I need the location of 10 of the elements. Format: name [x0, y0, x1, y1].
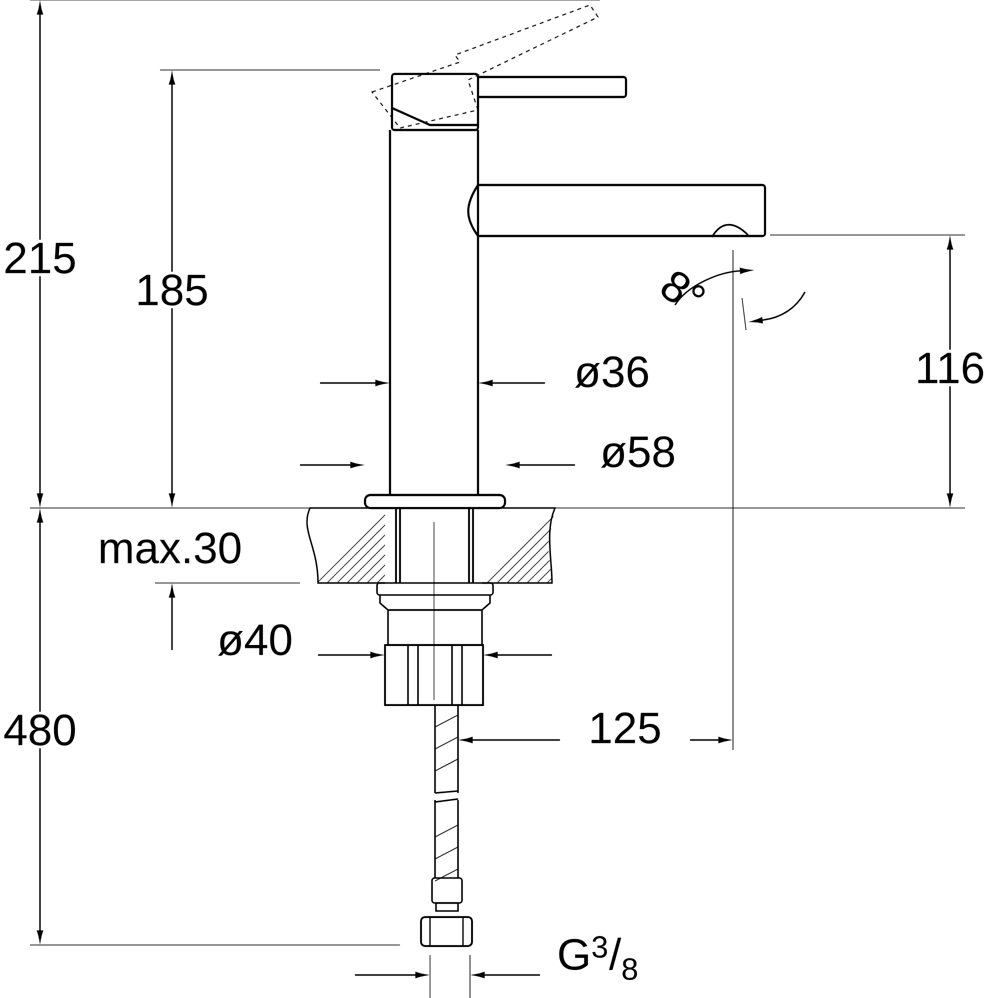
dimension-label: ø58	[601, 436, 674, 468]
dimension-label: 480	[0, 712, 80, 748]
dimension-label: G$^{3}$/$_{8}$	[559, 936, 638, 980]
dimension-label: ø36	[575, 356, 648, 388]
dimension-label: max.30	[100, 532, 240, 564]
dimension-label: 116	[912, 350, 988, 386]
dimension-label: 215	[0, 240, 80, 276]
dimension-label: ø40	[218, 624, 292, 656]
dimension-label: 185	[132, 272, 212, 308]
dimension-label: 125	[592, 712, 660, 744]
